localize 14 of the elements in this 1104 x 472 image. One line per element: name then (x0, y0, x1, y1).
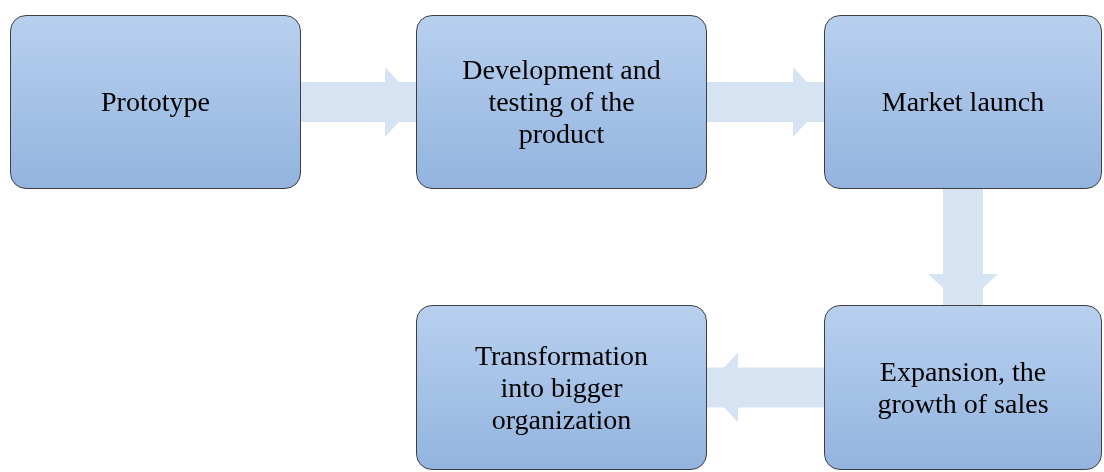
process-box (416, 15, 707, 189)
step-label: Transformation into bigger organization (473, 339, 650, 436)
block-arrow (928, 189, 998, 306)
step-label: Expansion, the growth of sales (876, 355, 1050, 420)
block-arrow (301, 67, 417, 137)
step-label: Prototype (100, 86, 211, 118)
process-box (824, 305, 1102, 470)
block-arrow (707, 67, 825, 137)
process-box (824, 15, 1102, 189)
step-label: Development and testing of the product (461, 54, 662, 150)
step-label: Market launch (880, 86, 1046, 118)
block-arrow (706, 352, 824, 423)
process-box (10, 15, 301, 189)
process-box (416, 305, 707, 470)
